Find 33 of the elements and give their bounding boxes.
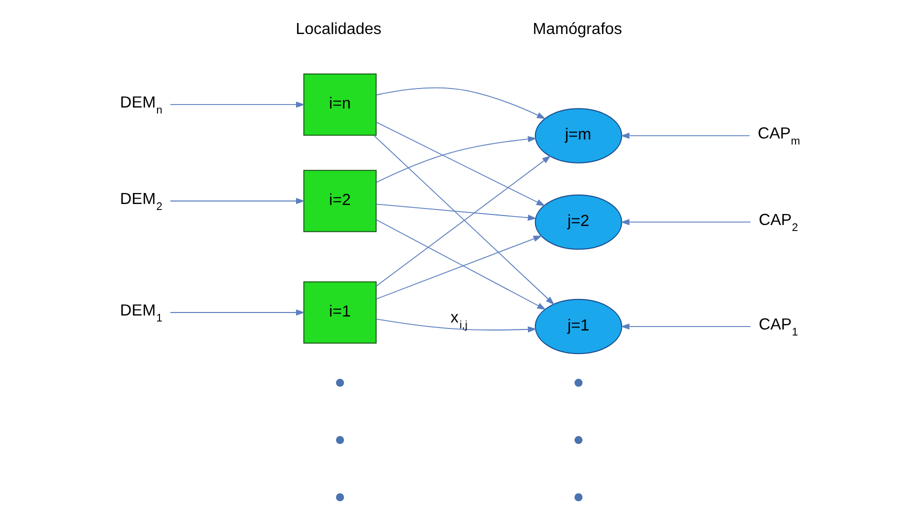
arrow (620, 132, 750, 139)
edge-label: x$_{i,j}$ (450, 308, 468, 332)
arrow (376, 318, 537, 332)
label: Localidades (296, 20, 382, 38)
node-circle (574, 493, 583, 502)
label: Mamógrafos (532, 20, 622, 38)
node-text: DEM$_{n}$ (120, 93, 162, 116)
arrow (376, 219, 546, 310)
node-text: DEM$_{2}$ (120, 190, 162, 213)
node-text: CAP$_{m}$ (758, 124, 800, 148)
arrow (376, 156, 552, 287)
node-circle (336, 378, 344, 387)
node-box: i=2 (303, 170, 377, 232)
node-circle (336, 436, 344, 444)
arrow (620, 323, 751, 330)
arrow (376, 136, 537, 183)
node-box: i=n (303, 73, 377, 136)
node-text: CAP$_{2}$ (758, 210, 798, 234)
node-circle (574, 378, 583, 387)
arrow (376, 87, 546, 119)
arrow (170, 198, 305, 204)
arrow (373, 135, 554, 305)
node-circle (574, 436, 583, 444)
arrow (376, 236, 542, 300)
arrow (376, 204, 537, 221)
arrow (620, 219, 751, 226)
arrow (170, 309, 305, 316)
node-box: i=1 (303, 281, 377, 344)
node-circle (336, 493, 344, 502)
arrow (170, 102, 305, 108)
node-text: DEM$_{1}$ (120, 301, 162, 324)
node-text: CAP$_{1}$ (758, 315, 798, 338)
arrow (376, 122, 546, 206)
